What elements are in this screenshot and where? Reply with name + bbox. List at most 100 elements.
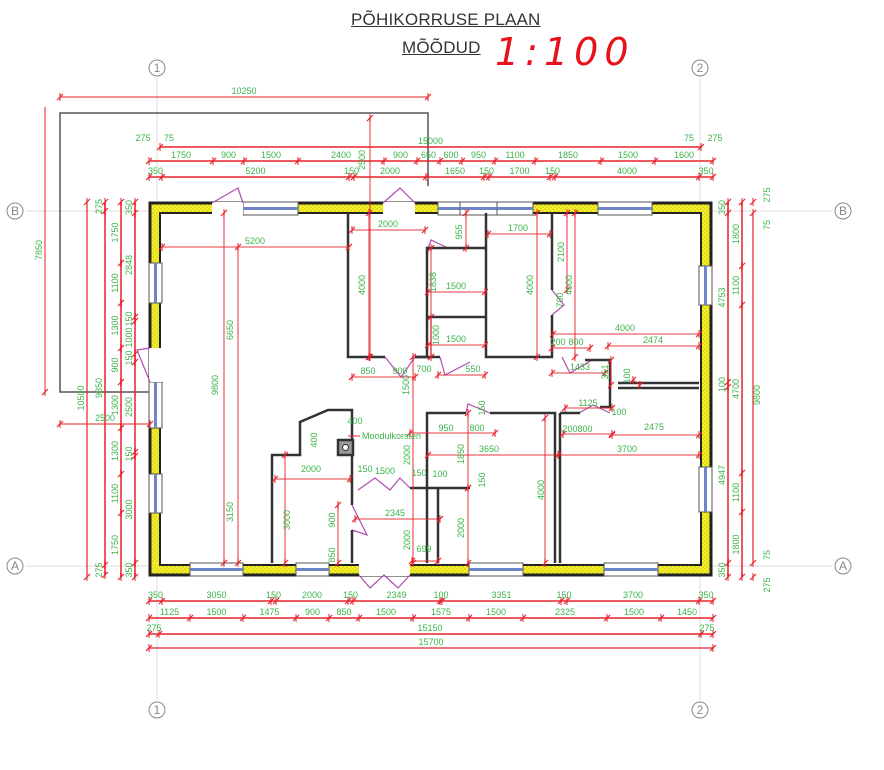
- dimension-label: 1750: [110, 222, 120, 242]
- dimension-label: 350: [717, 562, 727, 577]
- roof-overhang-outline: [59, 112, 429, 393]
- dimension-label: 275: [146, 623, 161, 633]
- dimension-label: 100: [611, 407, 626, 417]
- dimension-label: 275: [135, 133, 150, 143]
- dimension-label: 1300: [110, 395, 120, 415]
- dimension-label: 1750: [110, 535, 120, 555]
- scale-annotation: 1:100: [495, 30, 635, 74]
- axis-marker-b-right: B: [834, 202, 852, 220]
- dimension-label: 350: [124, 200, 134, 215]
- dimension-label: 3000: [282, 510, 292, 530]
- dimension-label: 1300: [110, 441, 120, 461]
- dimension-label: 4000: [564, 275, 574, 295]
- dimension-label: 350: [148, 590, 163, 600]
- dimension-label: 150: [411, 468, 426, 478]
- dimension-label: 800: [577, 424, 592, 434]
- door-swing: [358, 574, 411, 589]
- door-swing: [382, 187, 416, 204]
- dimension-label: 75: [684, 133, 694, 143]
- dimension-label: 100: [622, 368, 632, 383]
- plan-title: PÕHIKORRUSE PLAAN: [351, 10, 541, 29]
- dimension-label: 1500: [618, 150, 638, 160]
- dimension-label: 2345: [385, 508, 405, 518]
- door-swing: [136, 347, 151, 383]
- dimension-label: 950: [438, 423, 453, 433]
- dimension-label: 2349: [386, 590, 406, 600]
- door-opening: [149, 348, 162, 382]
- dimension-label: 1125: [578, 398, 597, 408]
- dimension-label: 1850: [456, 444, 466, 464]
- plan-subtitle: MÕÕDUD: [402, 38, 481, 57]
- dimension-label: 699: [416, 544, 431, 554]
- dimension-label: 15150: [417, 623, 442, 633]
- dimension-label: 800: [469, 423, 484, 433]
- dimension-label: 3050: [206, 590, 226, 600]
- dimension-label: 1500: [401, 375, 411, 395]
- dimension-label: 4700: [731, 379, 741, 399]
- interior-walls: [270, 213, 699, 563]
- dimension-label: 1125: [160, 607, 179, 617]
- dimension-label: 4753: [717, 287, 727, 307]
- axis-marker-a-right: A: [834, 557, 852, 575]
- dimension-label: 9850: [94, 378, 104, 398]
- dimension-label: 1575: [431, 607, 451, 617]
- door-opening: [383, 202, 415, 215]
- svg-text:A: A: [839, 559, 847, 573]
- dimension-label: 10500: [76, 385, 86, 410]
- dimension-label: 1600: [674, 150, 694, 160]
- dimension-label: 4000: [617, 166, 637, 176]
- dimension-label: 2000: [402, 530, 412, 550]
- dimension-label: 10250: [231, 86, 256, 96]
- dimension-label: 75: [762, 550, 772, 560]
- dimension-label: 2475: [644, 422, 664, 432]
- dimension-label: 150: [124, 446, 134, 461]
- dimension-label: 100: [717, 377, 727, 392]
- dimension-label: 275: [94, 199, 104, 214]
- dimension-label: 150: [556, 590, 571, 600]
- dimension-label: 1800: [731, 224, 741, 244]
- dimension-label: 2100: [556, 242, 566, 262]
- dimension-label: 1100: [731, 276, 741, 295]
- dimension-label: 9800: [752, 385, 762, 405]
- svg-text:2: 2: [697, 61, 704, 75]
- door-swing: [427, 239, 449, 249]
- dimension-label: 150: [477, 400, 487, 415]
- chimney-label: Moodulkorsten: [362, 431, 421, 441]
- dimension-label: 3000: [124, 499, 134, 519]
- dimension-label: 75: [762, 220, 772, 230]
- dimension-label: 150: [124, 311, 134, 326]
- dimension-label: 2400: [331, 150, 351, 160]
- dimension-label: 850: [360, 366, 375, 376]
- dimension-label: 1500: [624, 607, 644, 617]
- dimension-label: 1000: [124, 327, 134, 347]
- door-swing: [465, 403, 491, 414]
- dimension-label: 150: [545, 166, 560, 176]
- dimension-label: 75: [164, 133, 174, 143]
- door-swing: [357, 477, 411, 491]
- dimension-label: 1838: [428, 272, 438, 292]
- svg-text:B: B: [839, 204, 847, 218]
- dimension-label: 4000: [525, 275, 535, 295]
- dimension-label: 2000: [380, 166, 400, 176]
- dimension-label: 1500: [261, 150, 281, 160]
- dimension-label: 6650: [225, 320, 235, 340]
- dimension-label: 1500: [376, 607, 396, 617]
- dimension-label: 800: [568, 337, 583, 347]
- dimension-label: 1000: [431, 325, 441, 345]
- dimension-label: 1500: [375, 466, 395, 476]
- dimension-label: 400: [309, 432, 319, 447]
- dimension-label: 350: [148, 166, 163, 176]
- dimension-label: 2500: [124, 397, 134, 417]
- door-opening: [212, 202, 243, 215]
- dimension-label: 1500: [486, 607, 506, 617]
- dimension-label: 275: [94, 562, 104, 577]
- dimension-label: 955: [454, 224, 464, 239]
- door-opening: [359, 563, 410, 576]
- svg-text:1: 1: [154, 61, 161, 75]
- dimension-label: 350: [698, 590, 713, 600]
- dimension-label: 15000: [418, 136, 443, 146]
- dimension-label: 275: [707, 133, 722, 143]
- dimension-label: 150: [343, 590, 358, 600]
- dimension-label: 150: [479, 166, 494, 176]
- dimension-label: 150: [357, 464, 372, 474]
